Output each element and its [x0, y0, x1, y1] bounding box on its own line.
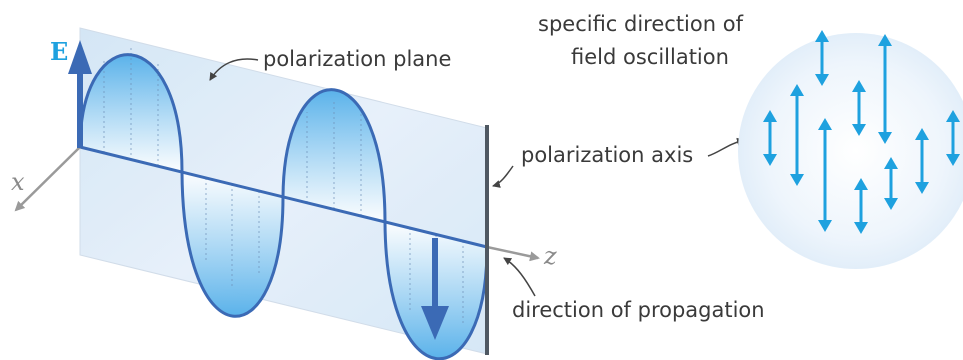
direction-of-propagation-label: direction of propagation — [512, 298, 765, 322]
polarization-axis-label: polarization axis — [521, 143, 693, 167]
oscillation-arrow — [852, 80, 866, 136]
polarization-plane-leader — [209, 58, 259, 81]
oscillation-arrow — [884, 157, 898, 210]
polarization-plane-label: polarization plane — [263, 47, 451, 71]
polarization-axis-leader — [492, 165, 514, 188]
propagation-axis-line — [79, 145, 488, 249]
oscillation-arrow — [763, 110, 777, 166]
oscillation-arrow — [818, 118, 832, 232]
field-oscillation-circle — [738, 33, 963, 269]
x-axis-line — [14, 146, 81, 212]
e-field-arrow-up — [68, 40, 92, 148]
z-axis-line — [486, 245, 540, 262]
oscillation-arrow — [915, 128, 929, 194]
propagation-leader — [503, 257, 536, 297]
e-field-label: E — [50, 37, 68, 66]
oscillation-arrow — [878, 34, 892, 144]
e-field-arrow-down — [421, 238, 449, 340]
oscillation-arrow — [854, 178, 868, 234]
oscillation-arrow — [946, 110, 960, 166]
x-axis-label: x — [11, 168, 25, 196]
z-axis-label: z — [543, 242, 557, 270]
oscillation-arrows — [763, 30, 960, 234]
wave-lobe-3 — [283, 89, 385, 222]
polarization-axis-edge — [485, 125, 489, 355]
oscillation-arrow — [815, 30, 829, 86]
field-oscillation-label-line2: field oscillation — [571, 45, 729, 69]
oscillation-arrow — [790, 84, 804, 186]
field-oscillation-label-line1: specific direction of — [538, 12, 744, 36]
